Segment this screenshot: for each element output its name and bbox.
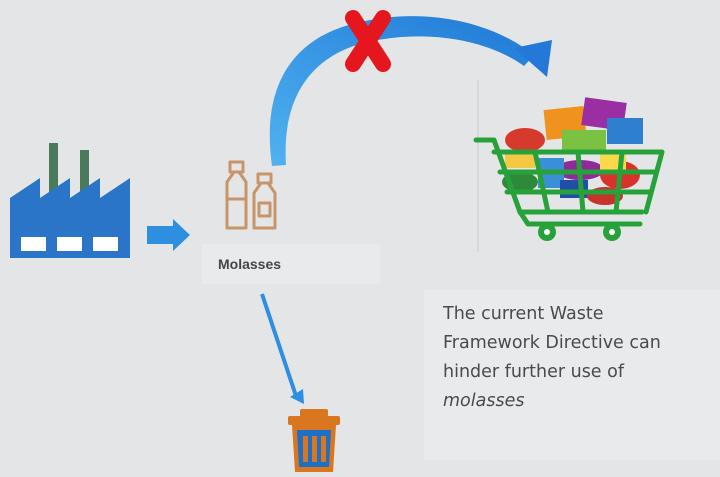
note-box bbox=[424, 290, 720, 460]
note-italic-word: molasses bbox=[443, 391, 525, 411]
cross-mark-icon bbox=[345, 10, 391, 72]
note-line-2: Framework Directive can bbox=[443, 333, 661, 353]
factory-icon bbox=[10, 143, 130, 258]
curved-arrow-molasses-to-cart bbox=[269, 16, 552, 167]
bottles-icon bbox=[225, 160, 277, 230]
trash-bin-icon bbox=[288, 409, 340, 472]
note-text: The current Waste Framework Directive ca… bbox=[443, 300, 713, 416]
product-label: Molasses bbox=[218, 256, 282, 272]
shopping-cart-icon bbox=[473, 97, 665, 241]
product-label-box: Molasses bbox=[202, 244, 380, 284]
flow-arrow-factory-to-molasses bbox=[147, 219, 190, 251]
flow-arrow-molasses-to-bin bbox=[260, 293, 304, 404]
note-line-4: molasses bbox=[443, 387, 713, 416]
note-line-3: hinder further use of bbox=[443, 362, 625, 382]
note-line-1: The current Waste bbox=[443, 304, 604, 324]
